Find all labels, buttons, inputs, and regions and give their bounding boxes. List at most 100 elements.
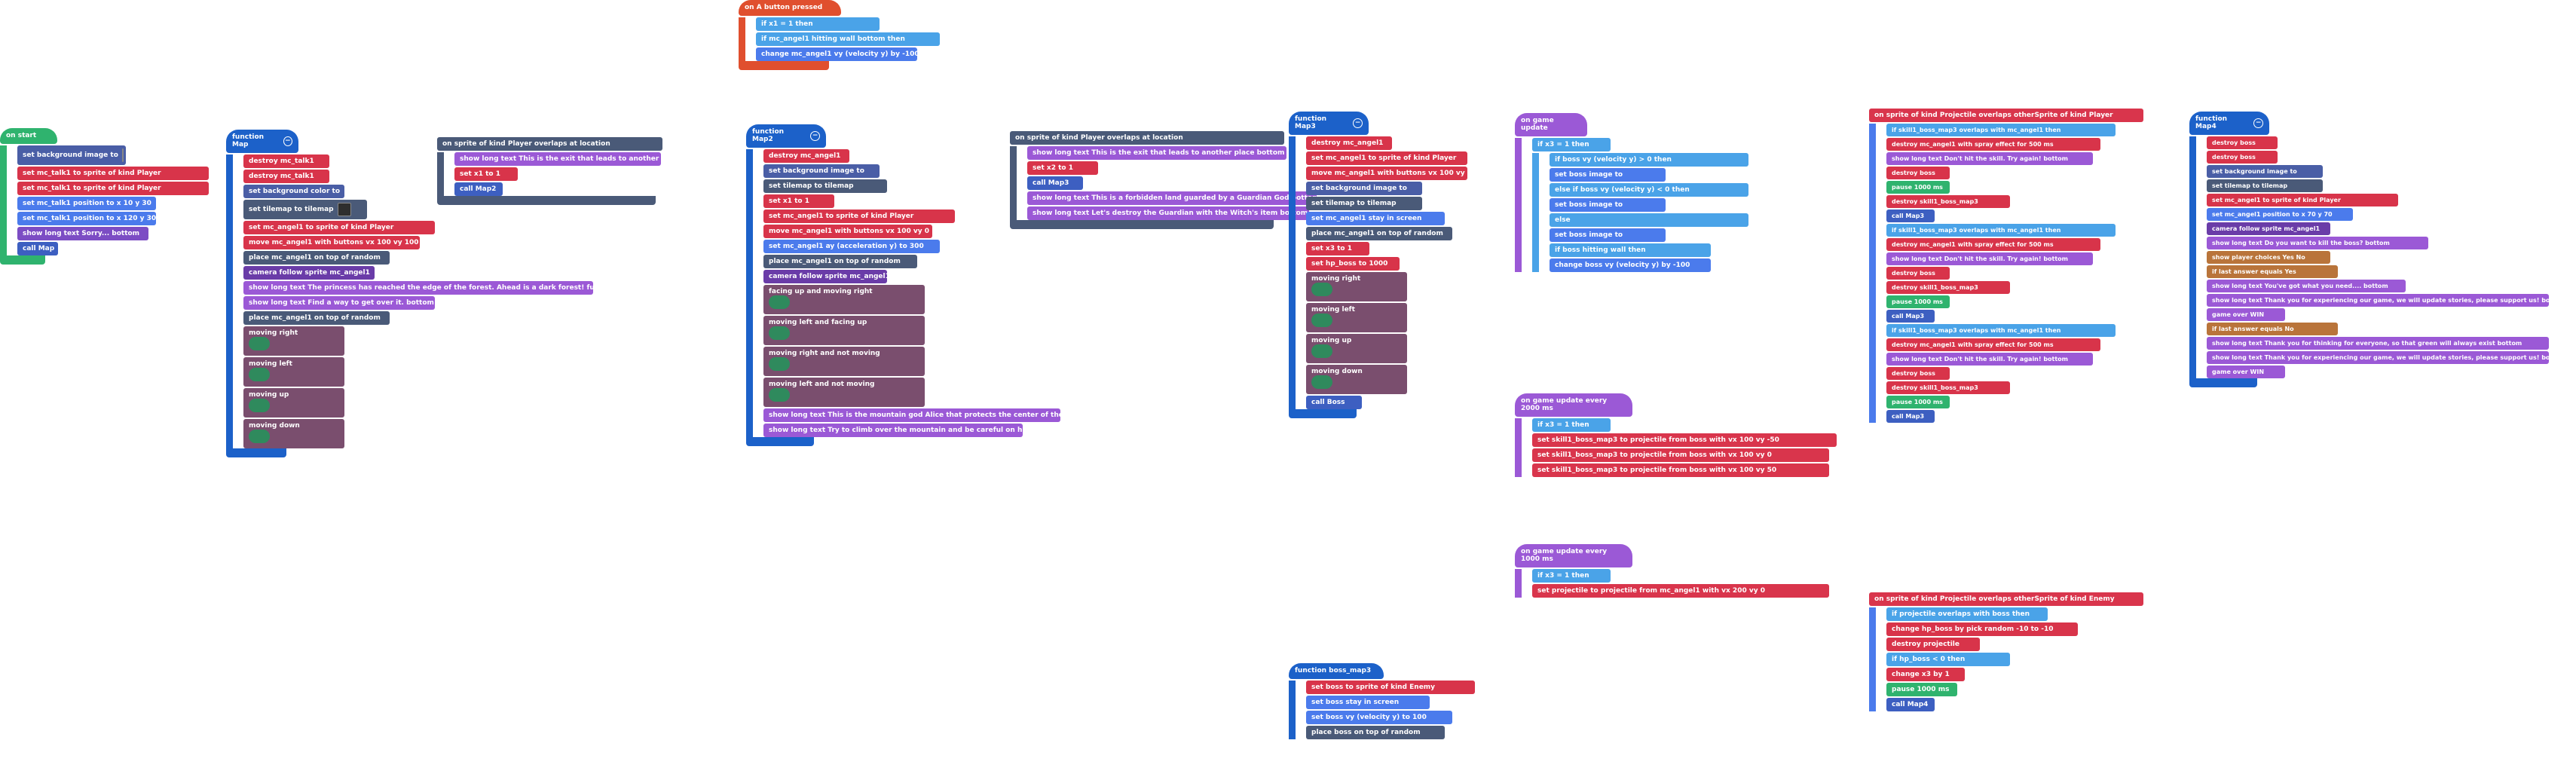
animation-block[interactable]: moving right	[1306, 272, 1407, 301]
code-row[interactable]: set background image to	[2207, 165, 2323, 178]
code-row[interactable]: move mc_angel1 with buttons vx 100 vy 10…	[243, 236, 420, 249]
code-row[interactable]: set projectile to projectile from mc_ang…	[1532, 584, 1829, 598]
code-row[interactable]: show long text Sorry... bottom	[17, 227, 148, 240]
function-map2-stack[interactable]: function Map2− destroy mc_angel1 set bac…	[746, 124, 1118, 446]
code-row[interactable]: show long text This is the exit that lea…	[454, 152, 711, 166]
code-row[interactable]: destroy skill1_boss_map3	[1886, 195, 2010, 208]
code-row[interactable]: call Map3	[1886, 310, 1935, 323]
a-button-pressed-stack[interactable]: on A button pressed if x1 = 1 then if mc…	[739, 0, 940, 70]
code-row[interactable]: if x3 = 1 then	[1532, 569, 1611, 583]
code-row[interactable]: call Map4	[1886, 698, 1935, 711]
code-row[interactable]: set background image to	[763, 164, 880, 178]
animation-frame-icon[interactable]	[249, 368, 270, 381]
code-row[interactable]: call Map3	[1886, 410, 1935, 423]
code-row[interactable]: place boss on top of random	[1306, 726, 1445, 739]
code-row[interactable]: if last answer equals Yes	[2207, 265, 2338, 278]
code-row[interactable]: place mc_angel1 on top of random	[1306, 227, 1452, 240]
code-row[interactable]: change mc_angel1 vy (velocity y) by -100	[756, 47, 919, 61]
code-row[interactable]: change hp_boss by pick random -10 to -10	[1886, 622, 2078, 636]
code-row[interactable]: camera follow sprite mc_angel1	[763, 270, 890, 283]
code-row[interactable]: destroy mc_angel1 with spray effect for …	[1886, 138, 2100, 151]
code-row[interactable]: call Map3	[1027, 176, 1083, 190]
code-row[interactable]: show long text Find a way to get over it…	[243, 296, 435, 310]
code-row[interactable]: if mc_angel1 hitting wall bottom then	[756, 32, 940, 46]
code-row[interactable]: place mc_angel1 on top of random	[763, 255, 917, 268]
code-row[interactable]: set boss vy (velocity y) to 100	[1306, 711, 1452, 724]
code-row[interactable]: if boss vy (velocity y) > 0 then	[1550, 153, 1748, 167]
animation-block[interactable]: moving right and not moving	[763, 347, 925, 376]
animation-frame-icon[interactable]	[769, 326, 790, 340]
animation-frame-icon[interactable]	[249, 430, 270, 443]
code-row[interactable]: set background color to	[243, 185, 344, 198]
code-row[interactable]: change x3 by 1	[1886, 668, 1965, 681]
code-row[interactable]: if hp_boss < 0 then	[1886, 653, 2010, 666]
function-map4-hat[interactable]: function Map4−	[2189, 112, 2269, 135]
on-start-stack[interactable]: on start set background image to set mc_…	[0, 128, 209, 265]
animation-frame-icon[interactable]	[1311, 375, 1332, 389]
add-param-icon[interactable]: −	[2253, 118, 2263, 128]
code-row[interactable]: else	[1550, 213, 1748, 227]
code-row[interactable]: destroy skill1_boss_map3	[1886, 281, 2010, 294]
code-row[interactable]: if last answer equals No	[2207, 323, 2338, 335]
code-row[interactable]: set mc_talk1 to sprite of kind Player	[17, 167, 209, 180]
code-row[interactable]: destroy mc_angel1 with spray effect for …	[1886, 338, 2100, 351]
animation-block[interactable]: moving up	[243, 388, 344, 418]
animation-frame-icon[interactable]	[1311, 314, 1332, 327]
code-row[interactable]: set skill1_boss_map3 to projectile from …	[1532, 463, 1829, 477]
code-row[interactable]: set mc_angel1 stay in screen	[1306, 212, 1445, 225]
code-row[interactable]: pause 1000 ms	[1886, 683, 1957, 696]
animation-frame-icon[interactable]	[769, 357, 790, 371]
code-row[interactable]: pause 1000 ms	[1886, 181, 1950, 194]
code-row[interactable]: destroy mc_angel1 with spray effect for …	[1886, 238, 2100, 251]
code-row[interactable]: show player choices Yes No	[2207, 251, 2330, 264]
code-row[interactable]: if x1 = 1 then	[756, 17, 880, 31]
animation-block[interactable]: moving left	[1306, 303, 1407, 332]
code-row[interactable]: set hp_boss to 1000	[1306, 257, 1400, 271]
code-row[interactable]: move mc_angel1 with buttons vx 100 vy 0	[763, 225, 932, 238]
update-2000-hat[interactable]: on game update every 2000 ms	[1515, 393, 1632, 417]
code-row[interactable]: if skill1_boss_map3 overlaps with mc_ang…	[1886, 324, 2116, 337]
code-row[interactable]: show long text Let's destroy the Guardia…	[1027, 206, 1309, 220]
code-row[interactable]: place mc_angel1 on top of random	[243, 251, 390, 265]
code-row[interactable]: call Map2	[454, 182, 503, 196]
animation-frame-icon[interactable]	[1311, 344, 1332, 358]
code-row[interactable]: call Map	[17, 242, 58, 255]
code-row[interactable]: camera follow sprite mc_angel1	[243, 266, 375, 280]
code-row[interactable]: set boss image to	[1550, 168, 1666, 182]
code-row[interactable]: set mc_talk1 position to x 10 y 30	[17, 197, 156, 210]
function-map2-hat[interactable]: function Map2−	[746, 124, 826, 148]
code-row[interactable]: set mc_angel1 to sprite of kind Player	[1306, 151, 1467, 165]
add-param-icon[interactable]: −	[283, 136, 292, 146]
overlap-projectile-player-stack[interactable]: on sprite of kind Projectile overlaps ot…	[1869, 107, 2143, 423]
code-row[interactable]: destroy boss	[1886, 167, 1950, 179]
button-hat[interactable]: on A button pressed	[739, 0, 841, 16]
function-map-hat[interactable]: function Map−	[226, 130, 298, 153]
function-map3-stack[interactable]: function Map3− destroy mc_angel1 set mc_…	[1289, 112, 1485, 418]
on-start-hat[interactable]: on start	[0, 128, 57, 144]
code-row[interactable]: show long text This is the exit that lea…	[1027, 146, 1286, 160]
code-row[interactable]: destroy boss	[1886, 267, 1950, 280]
code-row[interactable]: place mc_angel1 on top of random	[243, 311, 390, 325]
code-row[interactable]: set tilemap to tilemap	[1306, 197, 1422, 210]
animation-block[interactable]: moving down	[1306, 365, 1407, 394]
animation-frame-icon[interactable]	[249, 399, 270, 412]
code-row[interactable]: if x3 = 1 then	[1532, 138, 1611, 151]
code-row[interactable]: set mc_angel1 to sprite of kind Player	[243, 221, 435, 234]
animation-block[interactable]: moving left and not moving	[763, 378, 925, 407]
code-row[interactable]: destroy skill1_boss_map3	[1886, 381, 2010, 394]
code-row[interactable]: camera follow sprite mc_angel1	[2207, 222, 2330, 235]
code-row[interactable]: show long text You've got what you need.…	[2207, 280, 2406, 292]
code-row[interactable]: set mc_angel1 to sprite of kind Player	[2207, 194, 2398, 206]
code-row[interactable]: show long text Don't hit the skill. Try …	[1886, 353, 2093, 366]
code-row[interactable]: destroy boss	[2207, 136, 2278, 149]
code-row[interactable]: game over WIN	[2207, 308, 2285, 321]
code-row[interactable]: call Map3	[1886, 210, 1935, 222]
add-param-icon[interactable]: −	[1353, 118, 1363, 128]
code-row[interactable]: on sprite of kind Projectile overlaps ot…	[1869, 592, 2143, 606]
code-row[interactable]: set background image to	[1306, 182, 1422, 195]
function-map4-stack[interactable]: function Map4− destroy boss destroy boss…	[2189, 112, 2566, 387]
code-row[interactable]: on sprite of kind Projectile overlaps ot…	[1869, 109, 2143, 122]
code-row[interactable]: if projectile overlaps with boss then	[1886, 607, 2048, 621]
code-row[interactable]: set boss image to	[1550, 198, 1666, 212]
code-row[interactable]: if skill1_boss_map3 overlaps with mc_ang…	[1886, 124, 2116, 136]
